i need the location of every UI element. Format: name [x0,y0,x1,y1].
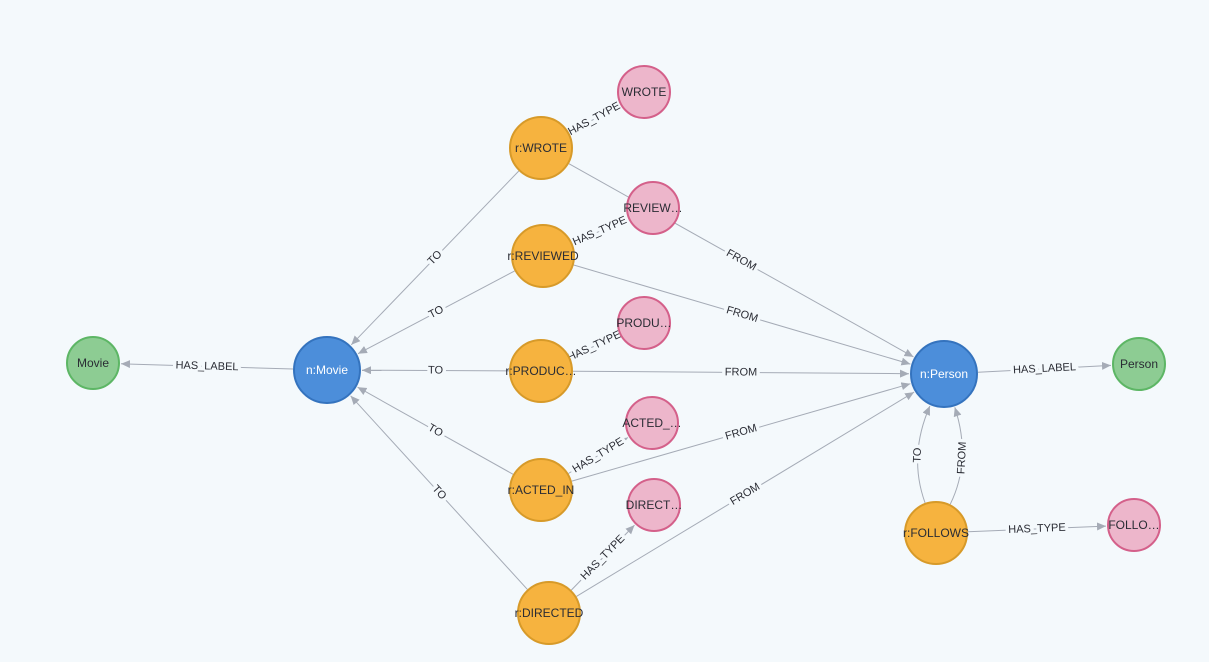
node-acted-in-type[interactable]: ACTED_… [622,396,682,450]
node-circle-node[interactable] [910,340,978,408]
edge-has_label-n-movie-movie-label[interactable] [120,360,294,370]
edge-label[interactable]: HAS_LABEL [1009,358,1080,380]
edge-label[interactable]: HAS_TYPE [562,325,626,367]
node-follows-type[interactable]: FOLLO… [1107,498,1161,552]
node-n-movie[interactable]: n:Movie [293,336,361,404]
edge-layer [120,104,1112,597]
node-n-person[interactable]: n:Person [910,340,978,408]
edge-label[interactable]: FROM [721,363,760,382]
node-directed-type[interactable]: DIRECT… [626,478,683,532]
edge-label[interactable]: FROM [952,438,973,478]
edge-label[interactable]: TO [423,300,449,325]
node-circle-type[interactable] [625,396,679,450]
edge-label[interactable]: HAS_TYPE [568,211,632,252]
node-circle-label[interactable] [66,336,120,390]
edge-label[interactable]: FROM [721,301,762,329]
node-circle-relationship[interactable] [517,581,581,645]
edge-to-r-follows-n-person[interactable] [917,405,931,504]
node-layer: Movie n:Movie r:WROTE WROTE r:REVIEWED REVIEW… [66,65,1166,645]
edge-label[interactable]: HAS_TYPE [1005,518,1070,539]
edge-has_type-r-wrote-wrote-type[interactable] [568,104,620,134]
node-circle-node[interactable] [293,336,361,404]
edge-to-r-produced-n-movie[interactable] [361,366,510,375]
edge-label[interactable]: HAS_TYPE [575,529,631,586]
edge-has_type-r-directed-directed-type[interactable] [570,524,635,591]
edge-to-r-directed-n-movie[interactable] [350,395,528,590]
node-r-follows[interactable]: r:FOLLOWS [903,501,969,565]
node-circle-relationship[interactable] [509,116,573,180]
edge-to-r-reviewed-n-movie[interactable] [357,270,515,355]
edge-from-r-acted-in-n-person[interactable] [571,382,911,482]
node-circle-type[interactable] [627,478,681,532]
node-movie-label[interactable]: Movie [66,336,120,390]
edge-label[interactable]: TO [908,443,928,466]
edge-from-r-follows-n-person[interactable] [949,407,963,505]
edge-label[interactable]: HAS_TYPE [567,432,629,479]
node-circle-relationship[interactable] [511,224,575,288]
node-reviewed-type[interactable]: REVIEW… [623,181,683,235]
node-circle-type[interactable] [1107,498,1161,552]
node-person-label[interactable]: Person [1112,337,1166,391]
node-r-acted-in[interactable]: r:ACTED_IN [508,458,575,522]
edge-label[interactable]: TO [424,361,447,380]
edge-from-r-wrote-n-person[interactable] [568,163,914,358]
edge-has_type-r-reviewed-reviewed-type[interactable] [572,218,628,244]
node-produced-type[interactable]: PRODU… [616,296,672,350]
edge-has_type-r-follows-follows-type[interactable] [967,522,1107,533]
edge-to-r-acted-in-n-movie[interactable] [357,386,514,475]
node-circle-relationship[interactable] [509,458,573,522]
node-r-produced[interactable]: r:PRODUC… [505,339,577,403]
node-r-directed[interactable]: r:DIRECTED [515,581,584,645]
node-circle-relationship[interactable] [904,501,968,565]
edge-label[interactable]: FROM [721,244,762,277]
node-r-reviewed[interactable]: r:REVIEWED [507,224,579,288]
edge-from-r-directed-n-person[interactable] [576,391,915,597]
edge-has_type-r-produced-produced-type[interactable] [569,334,619,358]
node-circle-relationship[interactable] [509,339,573,403]
edge-has_label-n-person-person-label[interactable] [977,361,1112,373]
edge-from-r-reviewed-n-person[interactable] [573,264,911,366]
node-circle-label[interactable] [1112,337,1166,391]
edge-has_type-r-acted-in-acted-in-type[interactable] [568,437,629,474]
node-wrote-type[interactable]: WROTE [617,65,671,119]
edge-label[interactable]: HAS_LABEL [172,356,242,377]
node-circle-type[interactable] [626,181,680,235]
edge-to-r-wrote-n-movie[interactable] [350,170,520,346]
edge-label[interactable]: TO [422,418,448,443]
node-circle-type[interactable] [617,65,671,119]
node-r-wrote[interactable]: r:WROTE [509,116,573,180]
node-circle-type[interactable] [617,296,671,350]
edge-from-r-produced-n-person[interactable] [572,369,910,378]
edge-label[interactable]: FROM [725,477,766,511]
edge-label[interactable]: HAS_TYPE [563,97,626,142]
edge-label[interactable]: FROM [720,419,761,447]
